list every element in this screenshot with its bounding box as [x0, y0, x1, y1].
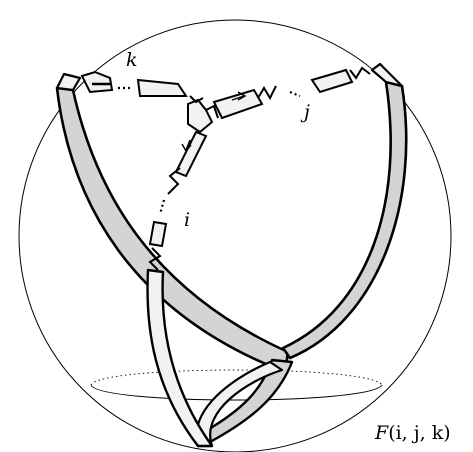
k-strand-segment-1	[82, 72, 112, 92]
j-twist-1	[258, 86, 276, 98]
j-strand-dots	[290, 92, 300, 96]
label-j: j	[300, 101, 310, 123]
j-strand-segment-1	[214, 90, 262, 118]
crossing-band	[197, 362, 282, 446]
j-twist-2	[350, 68, 370, 78]
central-twist-1	[190, 96, 203, 102]
k-strand-segment-2	[138, 80, 186, 96]
label-i: i	[184, 209, 190, 231]
i-strand-segment-1	[176, 132, 206, 176]
i-strand-dots	[160, 200, 164, 214]
top-right-junction	[372, 64, 402, 86]
central-junction	[188, 100, 212, 132]
caption-args: (i, j, k)	[388, 422, 450, 444]
j-strand-segment-2	[312, 70, 352, 92]
caption-formula: F(i, j, k)	[374, 422, 451, 444]
caption-F: F	[374, 422, 389, 444]
right-band	[283, 82, 406, 358]
top-left-junction	[57, 74, 80, 90]
left-band	[57, 88, 288, 372]
i-strand-segment-2	[150, 222, 166, 246]
label-k: k	[126, 49, 138, 71]
